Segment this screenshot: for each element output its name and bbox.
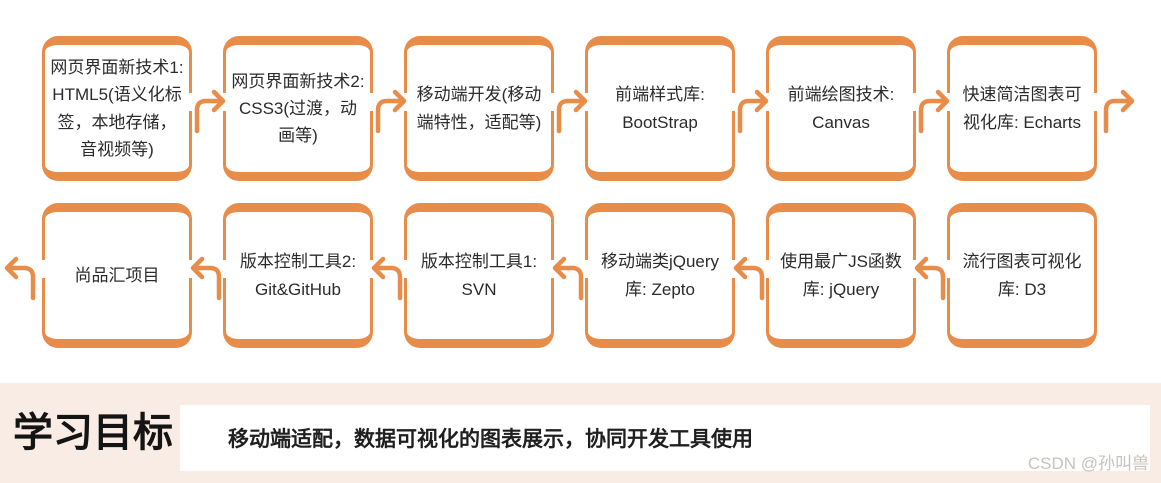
arrow-left-icon: [4, 256, 45, 300]
flow-row-top: 网页界面新技术1: HTML5(语义化标签，本地存储，音视频等) 网页界面新技术…: [42, 36, 1135, 181]
flow-node-label: 网页界面新技术1: HTML5(语义化标签，本地存储，音视频等): [50, 58, 184, 159]
connector-gutter: [727, 203, 774, 348]
arrow-right-icon: [184, 89, 231, 133]
flow-node-label: 使用最广JS函数库: jQuery: [780, 252, 902, 299]
arrow-right-icon: [727, 89, 774, 133]
flow-node-jquery: 使用最广JS函数库: jQuery: [766, 203, 916, 348]
flow-node-label: 版本控制工具1: SVN: [420, 252, 538, 299]
flow-node-label: 流行图表可视化库: D3: [962, 252, 1082, 299]
flow-node-label: 快速简洁图表可视化库: Echarts: [962, 85, 1082, 132]
flow-node-label: 网页界面新技术2: CSS3(过渡，动画等): [231, 71, 365, 146]
flow-node-label: 版本控制工具2: Git&GitHub: [239, 252, 357, 299]
flow-node-html5: 网页界面新技术1: HTML5(语义化标签，本地存储，音视频等): [42, 36, 192, 181]
csdn-watermark: CSDN @孙叫兽: [1027, 454, 1149, 473]
flow-node-canvas: 前端绘图技术: Canvas: [766, 36, 916, 181]
flow-node-svn: 版本控制工具1: SVN: [404, 203, 554, 348]
connector-gutter: [184, 36, 231, 181]
connector-gutter: [365, 203, 412, 348]
flow-node-echarts: 快速简洁图表可视化库: Echarts: [947, 36, 1097, 181]
connector-gutter: [546, 203, 593, 348]
flow-node-d3: 流行图表可视化库: D3: [947, 203, 1097, 348]
flow-node-label: 移动端类jQuery库: Zepto: [600, 252, 720, 299]
flow-node-label: 尚品汇项目: [74, 265, 160, 285]
learning-goal-panel: 移动端适配，数据可视化的图表展示，协同开发工具使用: [180, 405, 1150, 471]
arrow-right-icon: [1094, 89, 1135, 133]
learning-goal-section: 学习目标 移动端适配，数据可视化的图表展示，协同开发工具使用 CSDN @孙叫兽: [0, 383, 1161, 483]
row-exit-connector: [1094, 36, 1137, 181]
connector-gutter: [184, 203, 231, 348]
flow-node-project: 尚品汇项目: [42, 203, 192, 348]
flow-node-label: 移动端开发(移动端特性，适配等): [416, 85, 542, 132]
arrow-left-icon: [908, 256, 955, 300]
connector-gutter: [908, 36, 955, 181]
flow-node-zepto: 移动端类jQuery库: Zepto: [585, 203, 735, 348]
flow-node-css3: 网页界面新技术2: CSS3(过渡，动画等): [223, 36, 373, 181]
flow-node-bootstrap: 前端样式库: BootStrap: [585, 36, 735, 181]
arrow-left-icon: [727, 256, 774, 300]
flow-node-mobile-dev: 移动端开发(移动端特性，适配等): [404, 36, 554, 181]
flow-node-git: 版本控制工具2: Git&GitHub: [223, 203, 373, 348]
flow-chart: 网页界面新技术1: HTML5(语义化标签，本地存储，音视频等) 网页界面新技术…: [4, 36, 1135, 348]
flow-node-label: 前端样式库: BootStrap: [615, 85, 705, 132]
row-exit-connector: [2, 203, 45, 348]
connector-gutter: [365, 36, 412, 181]
connector-gutter: [908, 203, 955, 348]
connector-gutter: [546, 36, 593, 181]
learning-goal-text: 移动端适配，数据可视化的图表展示，协同开发工具使用: [228, 428, 753, 451]
arrow-right-icon: [546, 89, 593, 133]
learning-goal-heading: 学习目标: [13, 411, 173, 455]
flow-row-bottom: 尚品汇项目 版本控制工具2: Git&GitHub: [4, 203, 1097, 348]
arrow-left-icon: [184, 256, 231, 300]
arrow-right-icon: [908, 89, 955, 133]
arrow-left-icon: [546, 256, 593, 300]
arrow-left-icon: [365, 256, 412, 300]
connector-gutter: [727, 36, 774, 181]
arrow-right-icon: [365, 89, 412, 133]
flow-node-label: 前端绘图技术: Canvas: [787, 85, 895, 132]
